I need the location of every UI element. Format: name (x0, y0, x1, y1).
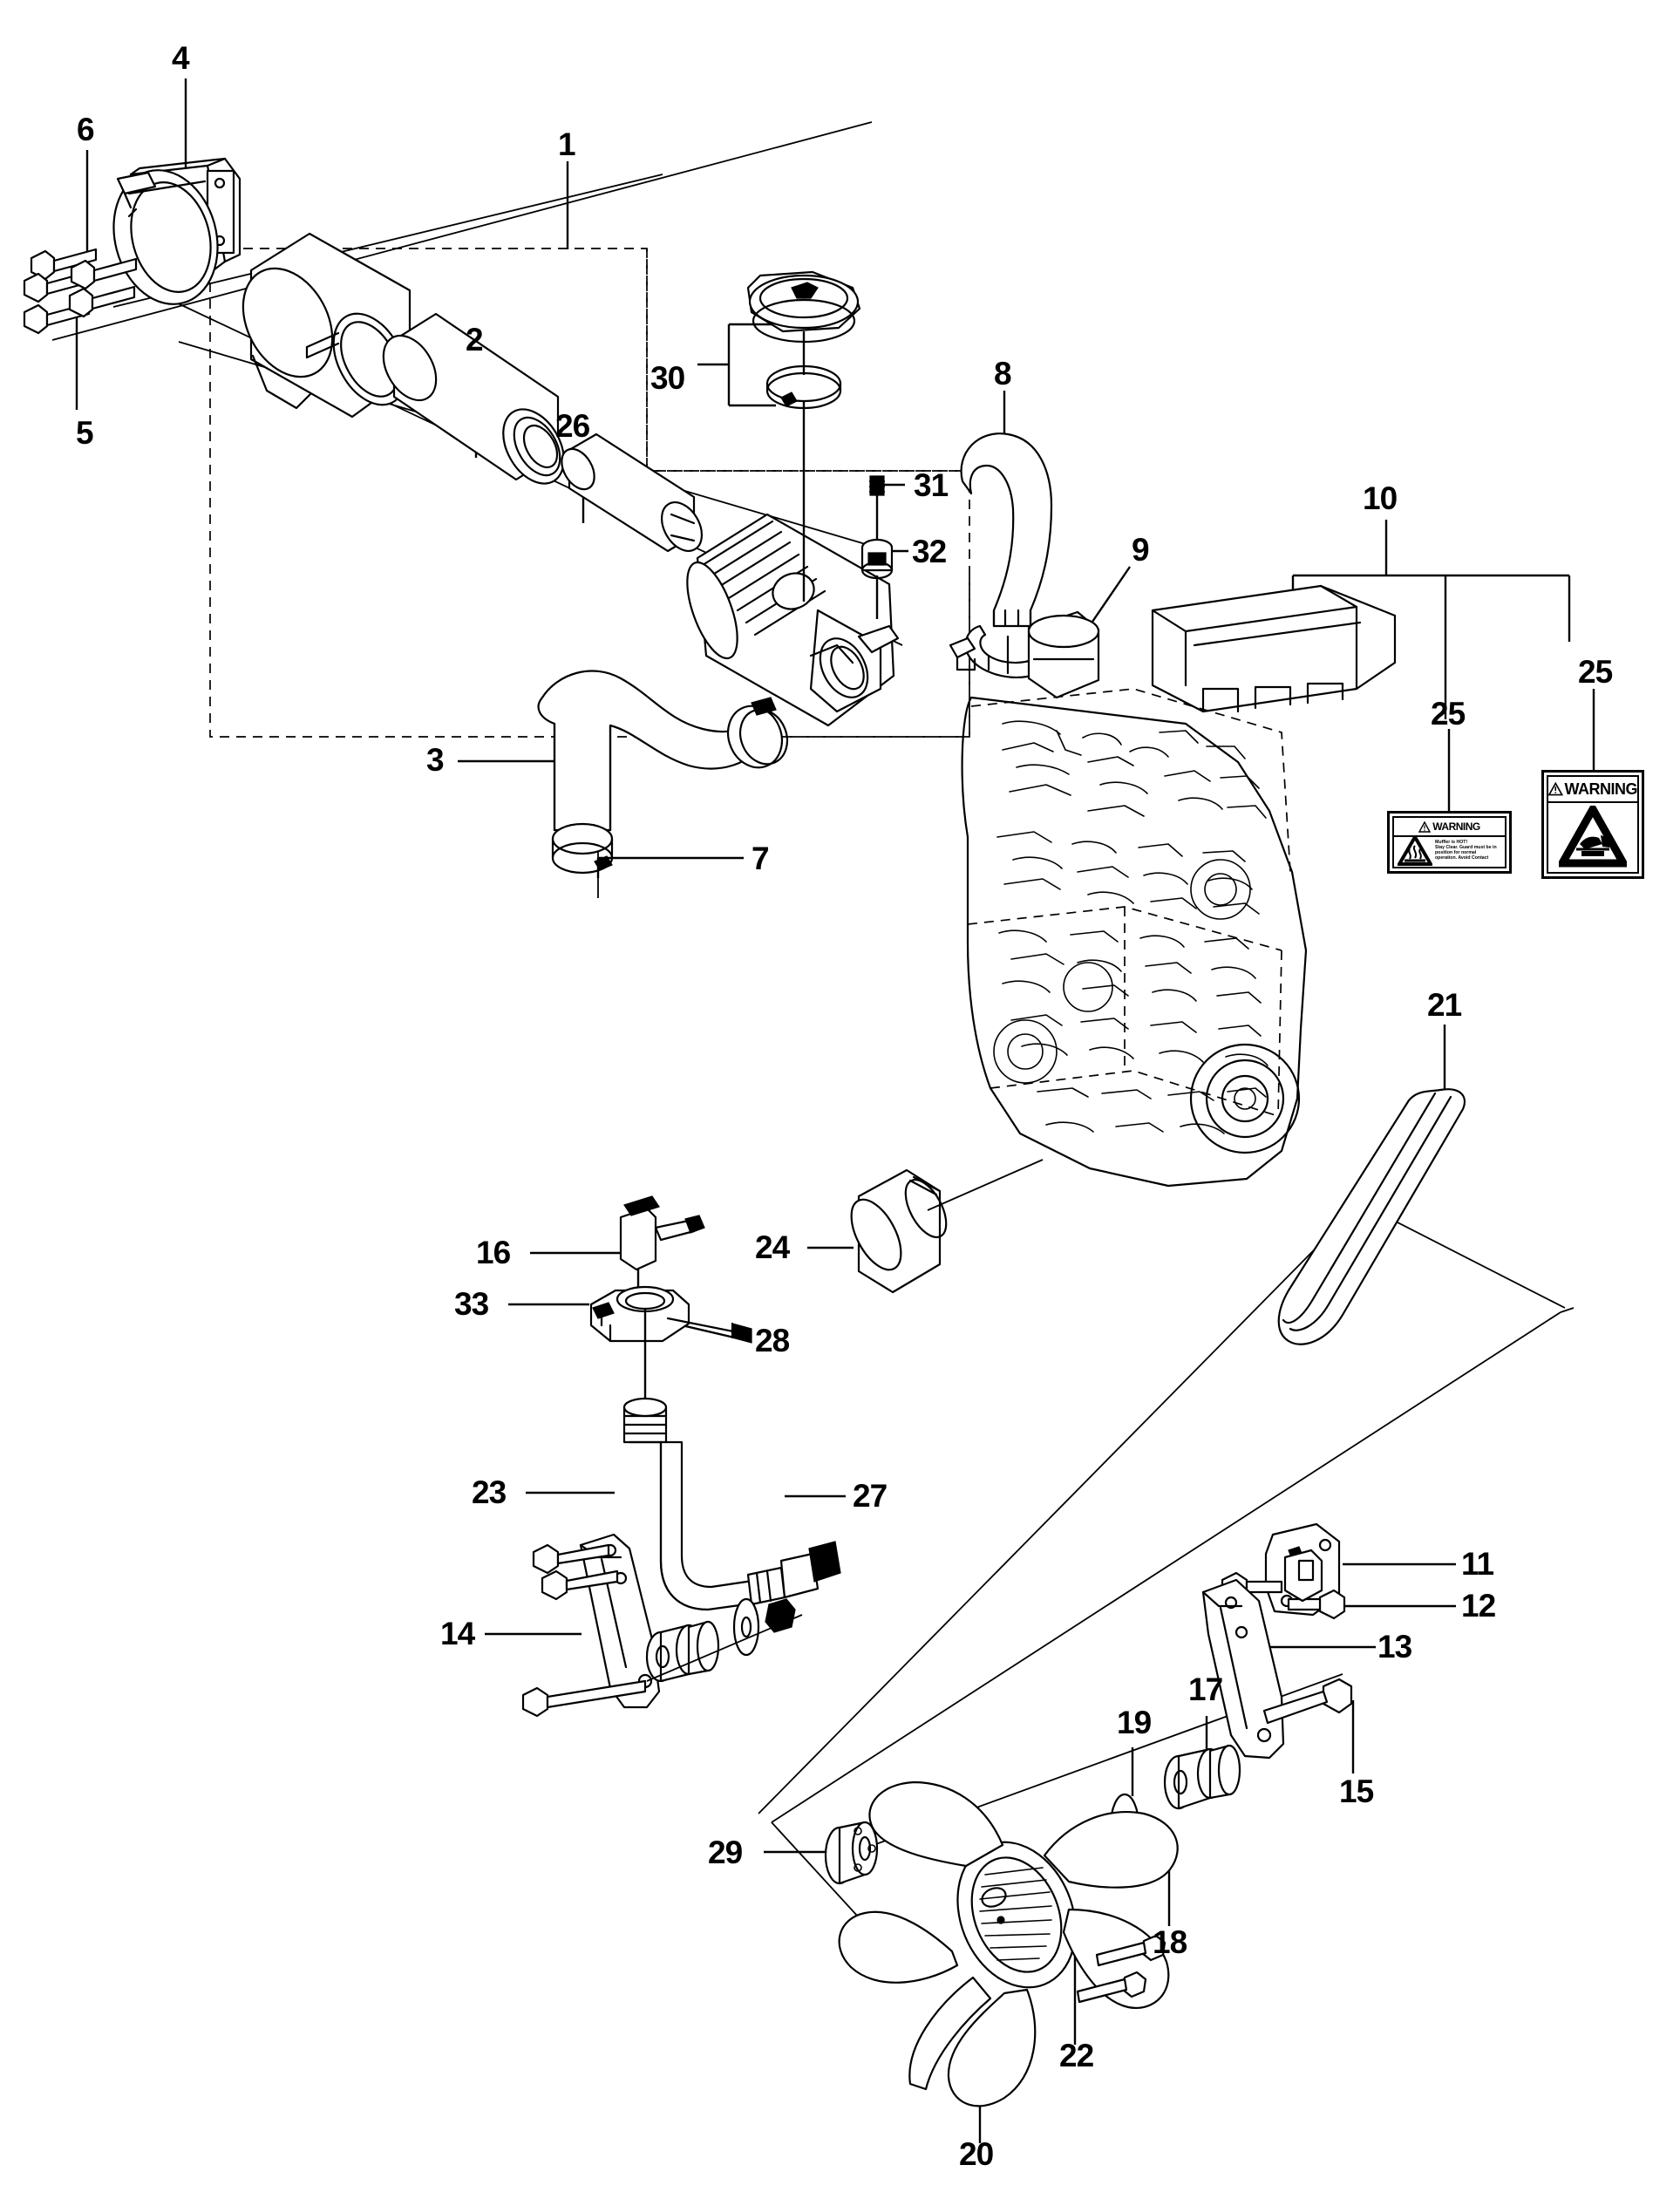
callout-27: 27 (853, 1478, 888, 1514)
warning-header-large: WARNING (1564, 780, 1638, 798)
oil-pressure-switch (619, 1195, 705, 1296)
fan-hub-spacer (824, 1821, 879, 1885)
callout-22: 22 (1059, 2038, 1094, 2073)
oil-filter (850, 1159, 1044, 1294)
callout-7: 7 (752, 841, 770, 876)
callout-10: 10 (1363, 480, 1398, 516)
air-cleaner-canister (241, 232, 704, 553)
air-cleaner-housing (686, 513, 900, 727)
oil-line-block-33 (589, 1285, 752, 1404)
callout-31: 31 (914, 467, 949, 503)
callout-3: 3 (426, 742, 445, 778)
callout-20: 20 (959, 2136, 994, 2172)
callout-23: 23 (472, 1474, 507, 1510)
callout-9: 9 (1132, 532, 1150, 568)
oil-hose (622, 1397, 841, 1611)
callout-29: 29 (708, 1835, 743, 1870)
callout-12: 12 (1461, 1588, 1496, 1624)
air-cleaner-mount-bracket (23, 157, 241, 335)
callout-17: 17 (1188, 1671, 1223, 1707)
callout-24: 24 (755, 1229, 790, 1265)
bolt-hex-1 (30, 248, 98, 281)
bolt-hex-5 (68, 285, 136, 318)
callout-8: 8 (994, 356, 1012, 391)
callout-26: 26 (555, 408, 590, 444)
grommet-32 (860, 538, 894, 619)
group-box-air-cleaner (209, 248, 970, 738)
warning-triangle-icon (1418, 820, 1432, 833)
bolt-hex-4 (70, 257, 138, 290)
warning-header-small: WARNING (1432, 820, 1480, 833)
tensioner-bracket-assembly (1082, 1522, 1353, 1859)
callout-25-large: 25 (1578, 654, 1613, 690)
callout-4: 4 (172, 40, 190, 76)
callout-13: 13 (1377, 1629, 1412, 1665)
hose-clamp-lower (726, 697, 789, 769)
callout-16: 16 (476, 1235, 511, 1270)
engine-assembly (961, 584, 1397, 1188)
callout-32: 32 (912, 534, 947, 569)
hose-clamp-7 (551, 822, 614, 875)
warning-triangle-icon (1548, 781, 1563, 796)
dust-cap-assembly (746, 270, 861, 602)
callout-28: 28 (755, 1323, 790, 1358)
callout-33: 33 (454, 1286, 489, 1322)
callout-14: 14 (440, 1616, 475, 1651)
callout-15: 15 (1339, 1773, 1374, 1809)
rotating-fan-hazard-triangle-icon (1559, 805, 1627, 867)
exhaust-pipe (960, 432, 1053, 628)
callout-19: 19 (1117, 1705, 1152, 1740)
bushing-stack (645, 1620, 720, 1683)
fan-pulley-17 (1163, 1744, 1241, 1810)
warning-decal-small: WARNING Muffler is HOT! Stay Clear. Guar… (1387, 811, 1512, 874)
intake-hose (537, 670, 765, 832)
callout-25-small: 25 (1431, 696, 1466, 732)
callout-6: 6 (77, 112, 95, 147)
cooling-fan (824, 1780, 1179, 2107)
warning-body-small: Muffler is HOT! Stay Clear. Guard must b… (1435, 840, 1497, 861)
callout-21: 21 (1427, 987, 1462, 1023)
callout-18: 18 (1153, 1924, 1187, 1960)
warning-decal-large: WARNING (1541, 770, 1644, 879)
callout-1: 1 (558, 126, 576, 162)
hot-surface-triangle-icon (1398, 835, 1432, 866)
callout-2: 2 (466, 322, 484, 357)
callout-5: 5 (76, 415, 94, 451)
callout-11: 11 (1461, 1546, 1494, 1582)
v-belt (1277, 1088, 1466, 1345)
alternator-bracket (521, 1533, 803, 1718)
callout-30: 30 (650, 360, 685, 396)
clip-31 (868, 475, 886, 539)
